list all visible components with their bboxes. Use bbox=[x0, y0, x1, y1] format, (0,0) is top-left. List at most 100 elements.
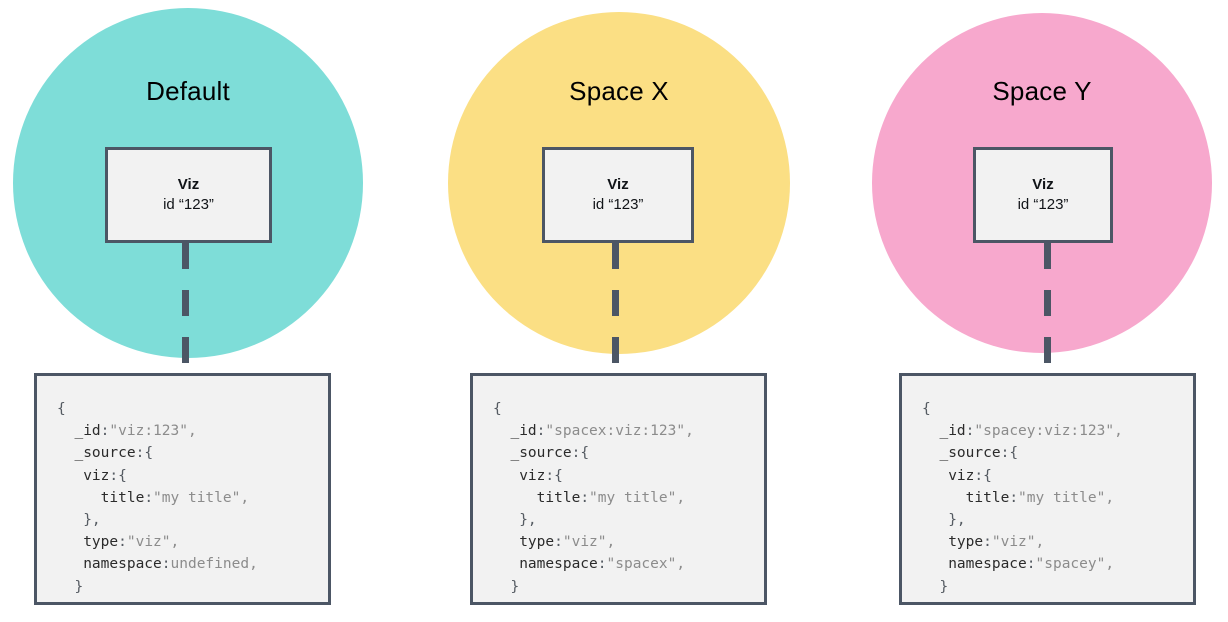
code-token-v: "my title" bbox=[153, 489, 241, 506]
code-token-p: }, bbox=[948, 512, 966, 529]
code-token-k: viz bbox=[83, 467, 110, 484]
code-line: viz:{ bbox=[493, 465, 748, 487]
code-line: _id:"spacey:viz:123", bbox=[922, 420, 1177, 442]
code-token-k: viz bbox=[948, 467, 975, 484]
code-token-p bbox=[922, 556, 948, 572]
connector-spacex bbox=[612, 243, 619, 373]
code-line: _id:"spacex:viz:123", bbox=[493, 420, 748, 442]
code-token-p bbox=[922, 423, 939, 439]
code-token-p: : bbox=[965, 423, 975, 440]
code-token-p bbox=[57, 468, 83, 484]
code-token-k: viz bbox=[519, 467, 546, 484]
code-token-v: "viz:123" bbox=[109, 423, 188, 440]
code-token-p: } bbox=[57, 601, 66, 602]
code-line: }, bbox=[922, 509, 1177, 531]
code-token-p: { bbox=[1009, 445, 1019, 462]
code-token-p: : bbox=[580, 489, 590, 506]
code-line: type:"viz", bbox=[493, 531, 748, 553]
code-token-v: , bbox=[1105, 556, 1115, 573]
code-token-p: }, bbox=[519, 512, 537, 529]
code-token-p: : bbox=[983, 534, 992, 551]
code-token-p: : bbox=[597, 556, 607, 573]
code-token-k: type bbox=[948, 534, 984, 551]
code-token-p bbox=[57, 556, 83, 572]
code-line: title:"my title", bbox=[493, 487, 748, 509]
code-line: title:"my title", bbox=[57, 487, 312, 509]
code-line: } bbox=[922, 576, 1177, 598]
space-title-default: Default bbox=[146, 76, 230, 106]
code-line: _source:{ bbox=[493, 442, 748, 464]
code-token-v: undefined bbox=[170, 556, 250, 573]
code-token-k: _id bbox=[939, 423, 966, 440]
code-line: } bbox=[493, 576, 748, 598]
connector-spacey bbox=[1044, 243, 1051, 373]
code-token-v: , bbox=[170, 534, 180, 551]
code-line: _source:{ bbox=[922, 442, 1177, 464]
code-token-p: : bbox=[974, 467, 984, 484]
code-token-k: _id bbox=[74, 423, 101, 440]
viz-node-id: id “123” bbox=[163, 196, 214, 213]
connector-default bbox=[182, 243, 189, 373]
code-line: viz:{ bbox=[922, 465, 1177, 487]
code-token-p: : bbox=[135, 445, 145, 462]
code-token-p bbox=[57, 445, 74, 461]
code-token-p: { bbox=[118, 467, 127, 484]
code-token-k: namespace bbox=[519, 556, 598, 573]
code-token-p bbox=[57, 423, 74, 439]
code-token-v: , bbox=[1035, 534, 1045, 551]
code-token-k: title bbox=[965, 489, 1010, 506]
code-token-v: "my title" bbox=[589, 489, 677, 506]
viz-node-title: Viz bbox=[607, 175, 629, 193]
code-token-p bbox=[57, 534, 83, 550]
code-line: _source:{ bbox=[57, 442, 312, 464]
code-token-p: : bbox=[109, 467, 119, 484]
code-token-p bbox=[922, 445, 939, 461]
code-line: namespace:undefined, bbox=[57, 553, 312, 575]
code-token-p: : bbox=[536, 423, 546, 440]
code-line: { bbox=[922, 398, 1177, 420]
code-line: }, bbox=[493, 509, 748, 531]
code-token-p: { bbox=[554, 467, 563, 484]
code-token-v: "spacex" bbox=[606, 556, 677, 573]
code-token-p: : bbox=[118, 534, 127, 551]
code-token-v: "viz" bbox=[126, 534, 171, 551]
code-block-default: { _id:"viz:123", _source:{ viz:{ title:"… bbox=[34, 373, 331, 605]
code-token-v: "my title" bbox=[1018, 489, 1106, 506]
code-line: } bbox=[57, 576, 312, 598]
code-token-v: , bbox=[249, 556, 258, 573]
code-token-v: , bbox=[240, 489, 250, 506]
code-line: viz:{ bbox=[57, 465, 312, 487]
code-token-p: } bbox=[493, 601, 502, 602]
code-token-p: : bbox=[161, 556, 171, 573]
code-token-p bbox=[922, 490, 966, 506]
code-token-p bbox=[493, 423, 510, 439]
code-token-v: , bbox=[1114, 423, 1123, 440]
code-token-v: "spacey:viz:123" bbox=[974, 423, 1115, 440]
code-line: type:"viz", bbox=[57, 531, 312, 553]
code-line: } bbox=[57, 598, 312, 602]
code-line: { bbox=[493, 398, 748, 420]
code-token-v: , bbox=[685, 423, 694, 440]
code-token-p: : bbox=[571, 445, 581, 462]
code-token-v: , bbox=[676, 556, 686, 573]
code-block-spacey: { _id:"spacey:viz:123", _source:{ viz:{ … bbox=[899, 373, 1196, 605]
code-token-p: { bbox=[144, 445, 154, 462]
code-token-p bbox=[493, 579, 510, 595]
code-token-p: : bbox=[100, 423, 110, 440]
code-token-p: }, bbox=[83, 512, 101, 529]
code-token-v: , bbox=[676, 489, 686, 506]
code-token-v: "spacey" bbox=[1035, 556, 1106, 573]
code-token-k: title bbox=[100, 489, 145, 506]
code-token-k: namespace bbox=[948, 556, 1027, 573]
code-token-p bbox=[57, 579, 74, 595]
code-token-p bbox=[922, 534, 948, 550]
code-token-k: title bbox=[536, 489, 581, 506]
code-token-p: : bbox=[554, 534, 563, 551]
code-token-p bbox=[493, 468, 519, 484]
code-token-p bbox=[493, 512, 519, 528]
code-token-p: : bbox=[1026, 556, 1036, 573]
